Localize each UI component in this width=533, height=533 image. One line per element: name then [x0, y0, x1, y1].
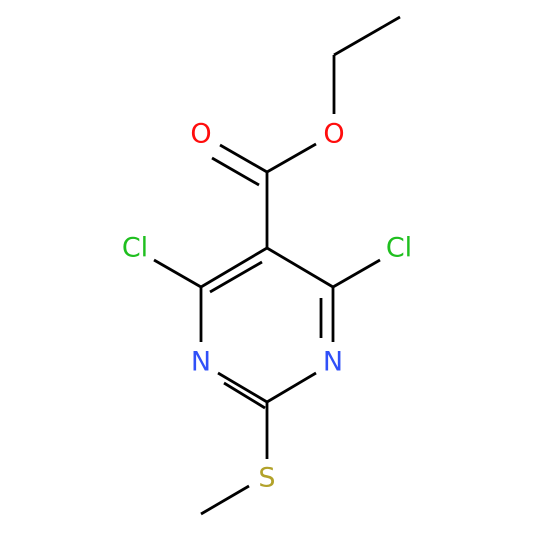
bond-c5-c4: [200, 246, 268, 289]
chlorine-right-label: Cl: [386, 233, 412, 264]
bond-c6-chlorine: [332, 258, 381, 289]
bond-n1-c2: [266, 371, 317, 404]
bond-n3-c2: [217, 371, 268, 404]
oxygen-carbonyl-label: O: [190, 119, 211, 150]
bond-sulfur-methyl: [200, 484, 250, 516]
bond-oxygen-ester-carbonyl-carbon: [266, 142, 317, 174]
nitrogen-left-label: N: [191, 347, 211, 378]
sulfur-label: S: [258, 463, 275, 494]
chlorine-left-label: Cl: [122, 233, 148, 264]
bond-carbonyl-double-outer: [219, 143, 268, 174]
bond-n3-c2-double-inner: [223, 381, 266, 410]
oxygen-ester-label: O: [323, 119, 344, 150]
bond-c4-chlorine: [153, 258, 202, 289]
bond-c5-c6: [266, 246, 334, 289]
bond-ch3-ch2: [333, 15, 401, 57]
nitrogen-right-label: N: [323, 347, 343, 378]
bond-c5-c4-double-inner: [209, 260, 263, 294]
bond-carbonyl-double-inner: [211, 156, 260, 187]
